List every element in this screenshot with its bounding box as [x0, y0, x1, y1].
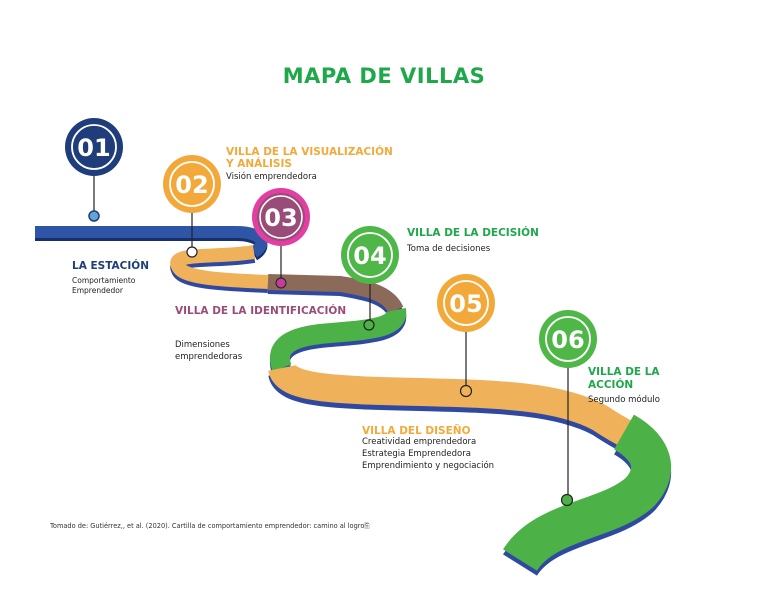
- station-06-heading-1: VILLA DE LA: [588, 366, 660, 378]
- pin-number-06: 06: [551, 326, 584, 354]
- station-01-heading: LA ESTACIÓN: [72, 260, 150, 272]
- station-03-pin: 03: [252, 188, 310, 289]
- station-06-pin: 06: [539, 310, 597, 507]
- station-02-heading-2: Y ANÁLISIS: [226, 158, 292, 170]
- station-03-heading: VILLA DE LA IDENTIFICACIÓN: [175, 305, 347, 317]
- station-02-heading-1: VILLA DE LA VISUALIZACIÓN: [226, 146, 393, 158]
- pin-number-03: 03: [264, 204, 297, 232]
- source-footnote: Tomado de: Gutiérrez,, et al. (2020). Ca…: [50, 522, 370, 530]
- pin-number-05: 05: [449, 290, 482, 318]
- pin-number-01: 01: [77, 134, 110, 162]
- station-01-pin: 01: [65, 118, 123, 222]
- station-05-line-2: Estrategia Emprendedora: [362, 449, 471, 459]
- station-06-line-1: Segundo módulo: [588, 395, 660, 405]
- pin-number-02: 02: [175, 171, 208, 199]
- station-01-line-2: Emprendedor: [72, 286, 123, 295]
- station-05-heading: VILLA DEL DISEÑO: [362, 425, 471, 437]
- station-05-line-3: Emprendimiento y negociación: [362, 461, 495, 471]
- station-04-pin: 04: [341, 226, 399, 331]
- station-02-pin: 02: [163, 155, 221, 258]
- station-04-heading: VILLA DE LA DECISIÓN: [407, 227, 539, 239]
- station-05-line-1: Creatividad emprendedora: [362, 437, 477, 447]
- station-02-line-1: Visión emprendedora: [226, 172, 317, 182]
- station-03-line-1: Dimensiones: [175, 340, 230, 350]
- station-01-line-1: Comportamiento: [72, 276, 136, 285]
- page-title: MAPA DE VILLAS: [282, 64, 486, 88]
- road: [35, 226, 672, 577]
- pin-number-04: 04: [353, 242, 386, 270]
- station-05-pin: 05: [437, 274, 495, 398]
- station-06-heading-2: ACCIÓN: [588, 379, 634, 391]
- station-03-line-2: emprendedoras: [175, 352, 243, 362]
- station-04-line-1: Toma de decisiones: [407, 244, 491, 254]
